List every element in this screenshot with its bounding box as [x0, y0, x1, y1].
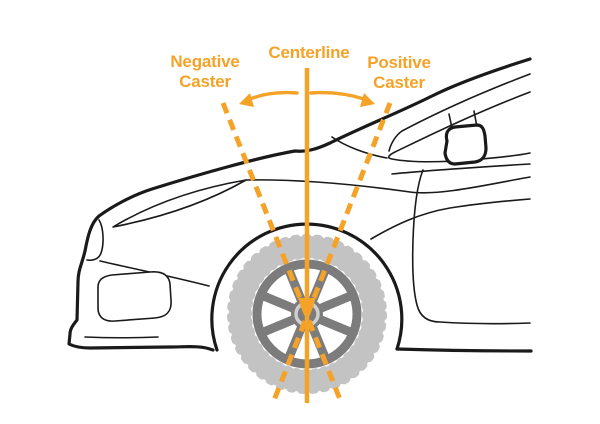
door-character-line: [370, 198, 531, 240]
wheel-spoke: [262, 292, 297, 314]
rocker-panel-line: [395, 347, 533, 353]
centerline-arrowhead: [298, 298, 316, 322]
roof-inner-line: [388, 73, 531, 152]
side-mirror: [443, 123, 488, 166]
front-corner-panel: [86, 219, 104, 262]
negative-caster-label-line2: Caster: [179, 72, 231, 91]
caster-annotation: [220, 68, 393, 404]
positive-caster-label: Positive Caster: [334, 53, 464, 93]
door-edge-line: [411, 169, 531, 325]
negative-caster-arrowhead: [239, 93, 254, 107]
negative-caster-label-line1: Negative: [170, 52, 240, 71]
hood-cut-line: [245, 176, 531, 194]
headlight: [112, 179, 247, 228]
positive-caster-label-line1: Positive: [367, 53, 431, 72]
positive-caster-arrowhead: [360, 93, 375, 107]
car-body-outline: [67, 57, 533, 353]
belt-line: [391, 163, 531, 175]
cowl-line: [331, 136, 388, 159]
negative-caster-arrow: [248, 90, 299, 101]
mirror-mount-line-1: [448, 113, 453, 129]
centerline-label-text: Centerline: [268, 43, 350, 62]
negative-caster-label: Negative Caster: [140, 52, 270, 92]
centerline-label: Centerline: [244, 43, 374, 63]
wheel-spoke: [262, 314, 297, 336]
wheel-spoke: [317, 314, 352, 336]
bumper-lip-line: [84, 336, 159, 339]
positive-caster-arrow: [309, 90, 366, 101]
roofline-hood-outline: [67, 57, 532, 352]
grille-opening: [97, 271, 172, 322]
positive-caster-label-line2: Caster: [373, 73, 425, 92]
wheel-spoke: [317, 292, 352, 314]
